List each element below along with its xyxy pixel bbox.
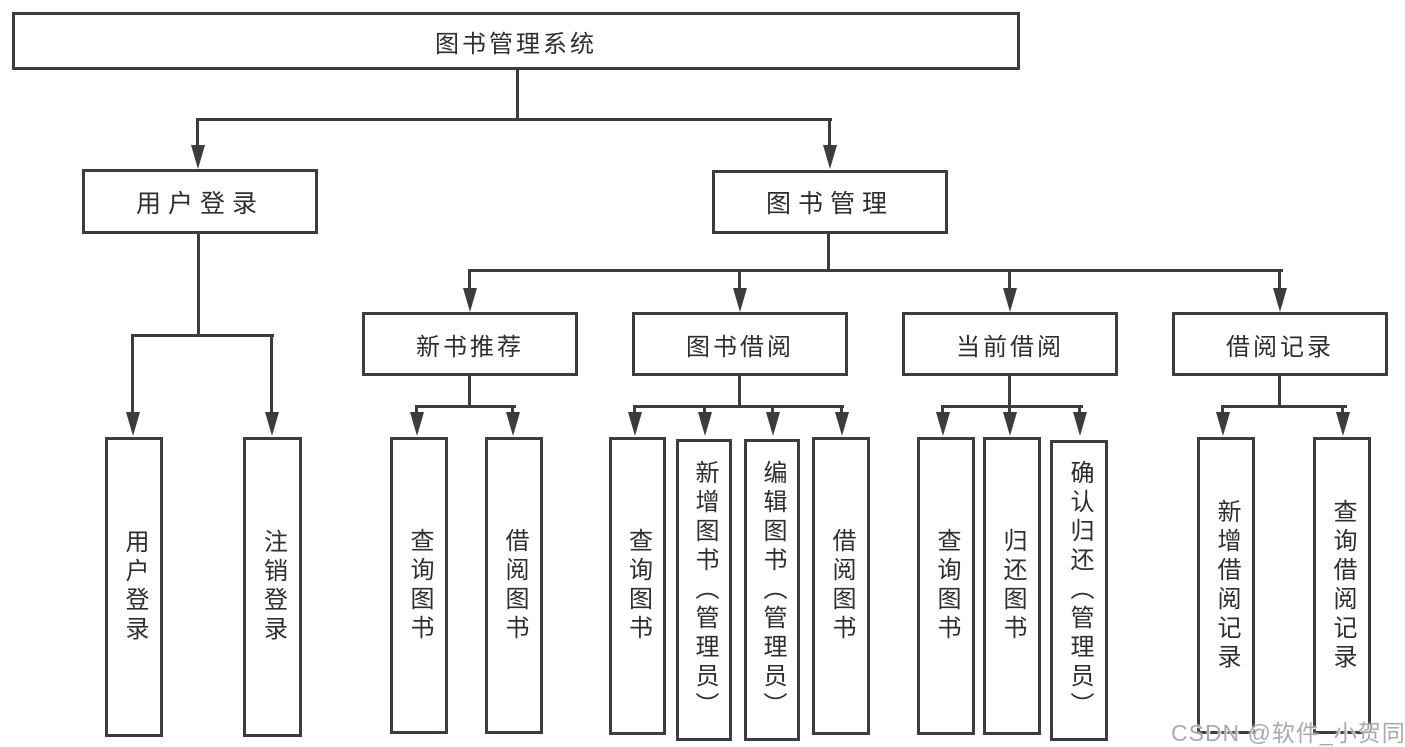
leaf-edit-books-admin: 编辑图书（管理员）: [744, 439, 800, 741]
leaf-query-books-recommend: 查询图书: [390, 437, 448, 734]
node-label: 借阅图书: [828, 528, 855, 644]
connector-line: [1221, 405, 1224, 414]
node-label: 当前借阅: [956, 333, 1064, 361]
node-label: 归还图书: [999, 528, 1026, 644]
connector-line: [633, 405, 844, 408]
node-label: 借阅记录: [1226, 333, 1334, 361]
arrow-down-icon: [265, 412, 279, 436]
node-book-management: 图书管理: [712, 170, 948, 234]
arrow-down-icon: [698, 412, 712, 436]
arrow-down-icon: [733, 288, 747, 312]
node-label: 图书管理系统: [435, 30, 597, 58]
leaf-user-login: 用户登录: [105, 437, 163, 737]
node-label: 确认归还（管理员）: [1066, 460, 1093, 721]
node-label: 新增借阅记录: [1213, 498, 1240, 673]
connector-line: [1221, 405, 1347, 408]
arrow-down-icon: [1003, 288, 1017, 312]
connector-line: [131, 334, 134, 414]
connector-line: [197, 233, 200, 336]
node-label: 用户登录: [135, 189, 264, 218]
node-label: 图书管理: [765, 190, 894, 218]
node-label: 编辑图书（管理员）: [759, 459, 786, 721]
arrow-down-icon: [936, 412, 950, 436]
connector-line: [771, 405, 774, 414]
connector-line: [738, 269, 741, 290]
arrow-down-icon: [1336, 412, 1350, 436]
node-new-book-recommendation: 新书推荐: [362, 312, 578, 376]
connector-line: [1278, 375, 1281, 407]
node-label: 查询借阅记录: [1329, 498, 1356, 673]
connector-line: [270, 334, 273, 414]
node-current-borrowing: 当前借阅: [902, 312, 1118, 376]
leaf-query-borrow-record: 查询借阅记录: [1313, 437, 1371, 734]
node-label: 借阅图书: [501, 527, 528, 644]
connector-line: [415, 405, 418, 414]
leaf-query-books-borrowing: 查询图书: [609, 437, 666, 735]
csdn-watermark: CSDN @软件_小贺同学: [1171, 720, 1405, 746]
arrow-down-icon: [1073, 412, 1087, 436]
connector-line: [840, 405, 843, 414]
node-label: 新增图书（管理员）: [691, 459, 718, 721]
arrow-down-icon: [823, 145, 837, 169]
node-library-management-system: 图书管理系统: [12, 12, 1020, 70]
arrow-down-icon: [766, 412, 780, 436]
node-label: 图书借阅: [686, 333, 794, 361]
node-label: 查询图书: [406, 527, 433, 644]
connector-line: [1008, 269, 1011, 290]
connector-line: [196, 118, 199, 147]
connector-line: [131, 334, 274, 337]
connector-line: [738, 375, 741, 407]
arrow-down-icon: [410, 412, 424, 436]
leaf-query-books-current: 查询图书: [917, 437, 975, 735]
node-user-login: 用户登录: [82, 169, 318, 234]
leaf-return-books: 归还图书: [983, 437, 1041, 735]
connector-line: [1278, 269, 1281, 290]
connector-line: [516, 69, 519, 120]
arrow-down-icon: [506, 412, 520, 436]
connector-line: [827, 233, 830, 271]
connector-line: [1008, 405, 1011, 414]
node-label: 查询图书: [933, 528, 960, 644]
connector-line: [941, 405, 1083, 408]
leaf-add-borrow-record: 新增借阅记录: [1197, 437, 1255, 734]
connector-line: [1341, 405, 1344, 414]
leaf-confirm-return-admin: 确认归还（管理员）: [1050, 440, 1108, 741]
arrow-down-icon: [126, 412, 140, 436]
arrow-down-icon: [1216, 412, 1230, 436]
connector-line: [511, 405, 514, 414]
leaf-add-books-admin: 新增图书（管理员）: [676, 439, 732, 741]
connector-line: [1078, 405, 1081, 414]
connector-line: [941, 405, 944, 414]
leaf-borrow-books-recommend: 借阅图书: [485, 437, 543, 734]
connector-line: [633, 405, 636, 414]
connector-line: [468, 269, 1283, 272]
node-label: 新书推荐: [416, 333, 524, 361]
arrow-down-icon: [463, 288, 477, 312]
node-book-borrowing: 图书借阅: [632, 312, 848, 376]
arrow-down-icon: [835, 412, 849, 436]
connector-line: [703, 405, 706, 414]
node-label: 用户登录: [121, 529, 148, 645]
connector-line: [415, 405, 516, 408]
leaf-logout: 注销登录: [243, 437, 302, 737]
leaf-borrow-books: 借阅图书: [812, 437, 870, 735]
connector-line: [197, 118, 832, 121]
arrow-down-icon: [1273, 288, 1287, 312]
connector-line: [468, 375, 471, 407]
arrow-down-icon: [628, 412, 642, 436]
arrow-down-icon: [191, 145, 205, 169]
connector-line: [468, 269, 471, 290]
node-borrowing-records: 借阅记录: [1172, 312, 1388, 376]
node-label: 查询图书: [624, 528, 652, 644]
node-label: 注销登录: [259, 529, 287, 645]
connector-line: [1008, 375, 1011, 407]
connector-line: [828, 118, 831, 147]
arrow-down-icon: [1003, 412, 1017, 436]
